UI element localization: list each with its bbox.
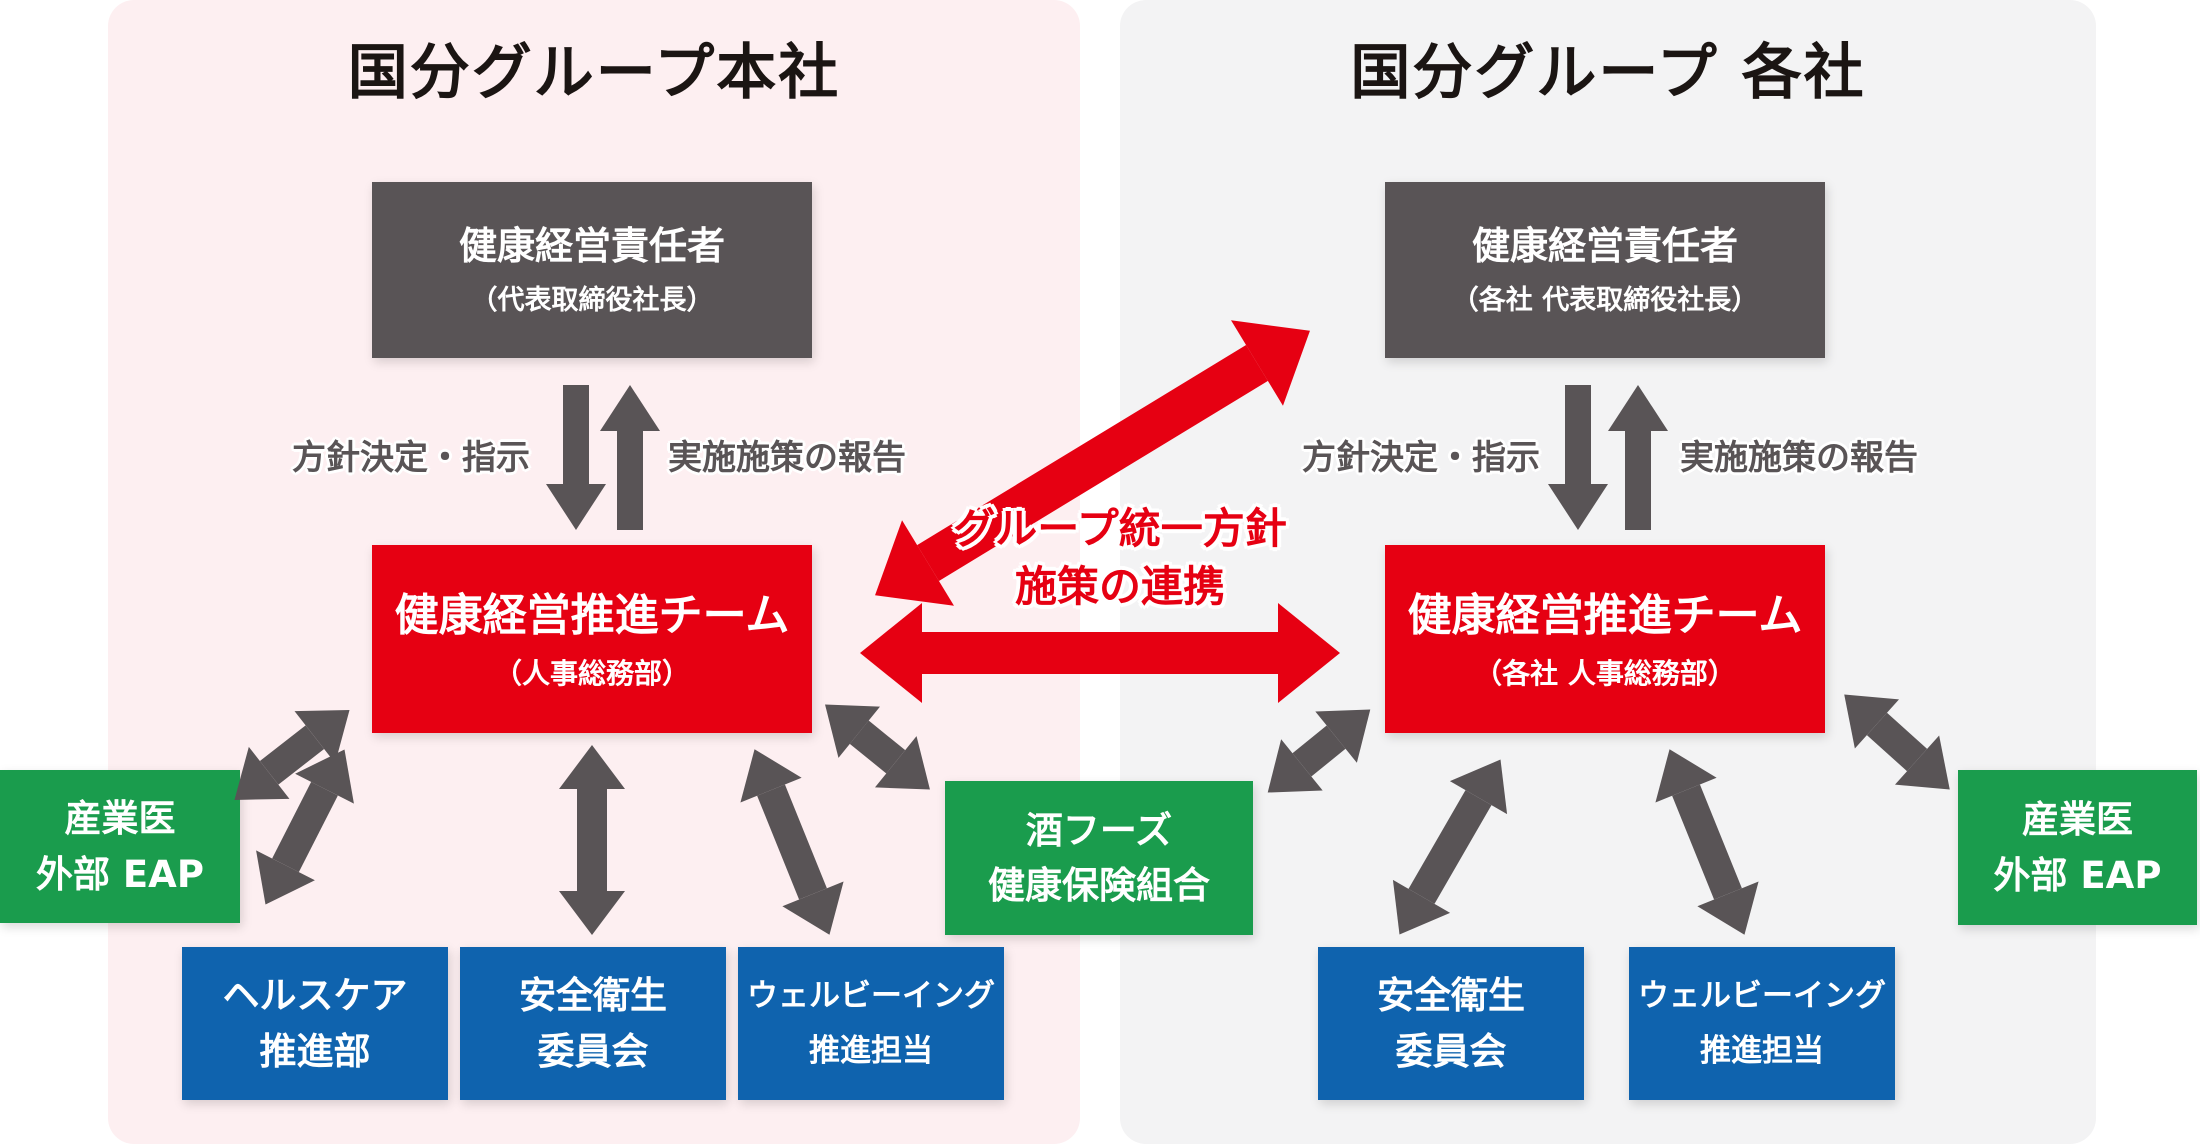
insurance-union-line2: 健康保険組合 xyxy=(988,864,1210,907)
headquarters-title: 国分グループ本社 xyxy=(347,38,841,108)
company-wellbeing-line1: ウェルビーイング xyxy=(1638,978,1886,1015)
hq-health-officer-title: 健康経営責任者 xyxy=(458,224,725,269)
company-occupational-physician-eap-box: 産業医 外部 EAP xyxy=(1958,770,2197,925)
company-policy-label: 方針決定・指示 xyxy=(1302,438,1540,478)
hq-safety-line2: 委員会 xyxy=(537,1029,649,1073)
company-wellbeing-line2: 推進担当 xyxy=(1700,1032,1824,1069)
hq-policy-label: 方針決定・指示 xyxy=(292,438,530,478)
hq-report-label: 実施施策の報告 xyxy=(668,438,906,478)
hq-safety-line1: 安全衛生 xyxy=(519,974,667,1017)
hq-healthcare-line1: ヘルスケア xyxy=(222,974,408,1017)
company-report-up-arrow xyxy=(1608,385,1668,530)
group-link-label-line1: グループ統一方針 xyxy=(953,504,1287,553)
company-report-label: 実施施策の報告 xyxy=(1680,438,1918,478)
company-health-officer-title: 健康経営責任者 xyxy=(1471,224,1738,269)
company-eap-line1: 産業医 xyxy=(2022,798,2133,841)
group-link-label-line2: 施策の連携 xyxy=(1014,561,1225,611)
hq-eap-line1: 産業医 xyxy=(64,797,176,840)
health-insurance-union-box: 酒フーズ 健康保険組合 xyxy=(945,781,1253,935)
hq-promotion-team-title: 健康経営推進チーム xyxy=(394,589,790,641)
hq-wellbeing-promotion-box: ウェルビーイング 推進担当 xyxy=(738,947,1004,1100)
company-safety-committee-box: 安全衛生 委員会 xyxy=(1318,947,1584,1100)
company-promotion-team-box: 健康経営推進チーム （各社 人事総務部） xyxy=(1385,545,1825,733)
company-promotion-team-subtitle: （各社 人事総務部） xyxy=(1474,656,1736,690)
company-policy-down-arrow xyxy=(1548,385,1608,530)
group-companies-title: 国分グループ 各社 xyxy=(1350,38,1866,108)
hq-promotion-team-subtitle: （人事総務部） xyxy=(493,656,690,690)
hq-health-officer-box: 健康経営責任者 （代表取締役社長） xyxy=(372,182,812,358)
hq-healthcare-promotion-box: ヘルスケア 推進部 xyxy=(182,947,448,1100)
group-link-label: グループ統一方針 施策の連携 xyxy=(870,500,1370,616)
hq-safety-committee-box: 安全衛生 委員会 xyxy=(460,947,726,1100)
company-wellbeing-promotion-box: ウェルビーイング 推進担当 xyxy=(1629,947,1895,1100)
company-eap-line2: 外部 EAP xyxy=(1993,853,2162,897)
hq-promotion-team-box: 健康経営推進チーム （人事総務部） xyxy=(372,545,812,733)
hq-team-to-safety-arrow xyxy=(559,745,625,935)
hq-health-officer-subtitle: （代表取締役社長） xyxy=(470,284,714,316)
company-safety-line1: 安全衛生 xyxy=(1377,974,1525,1017)
company-health-officer-box: 健康経営責任者 （各社 代表取締役社長） xyxy=(1385,182,1825,358)
hq-policy-down-arrow xyxy=(546,385,606,530)
insurance-union-line1: 酒フーズ xyxy=(1025,808,1173,852)
hq-report-up-arrow xyxy=(600,385,660,530)
company-promotion-team-title: 健康経営推進チーム xyxy=(1407,589,1803,641)
hq-eap-line2: 外部 EAP xyxy=(36,852,204,896)
hq-healthcare-line2: 推進部 xyxy=(259,1029,371,1073)
hq-wellbeing-line2: 推進担当 xyxy=(809,1032,933,1069)
team-link-horizontal-arrow xyxy=(860,603,1340,703)
company-safety-line2: 委員会 xyxy=(1395,1029,1507,1073)
hq-wellbeing-line1: ウェルビーイング xyxy=(747,978,995,1015)
company-health-officer-subtitle: （各社 代表取締役社長） xyxy=(1451,284,1759,316)
hq-occupational-physician-eap-box: 産業医 外部 EAP xyxy=(0,770,240,923)
